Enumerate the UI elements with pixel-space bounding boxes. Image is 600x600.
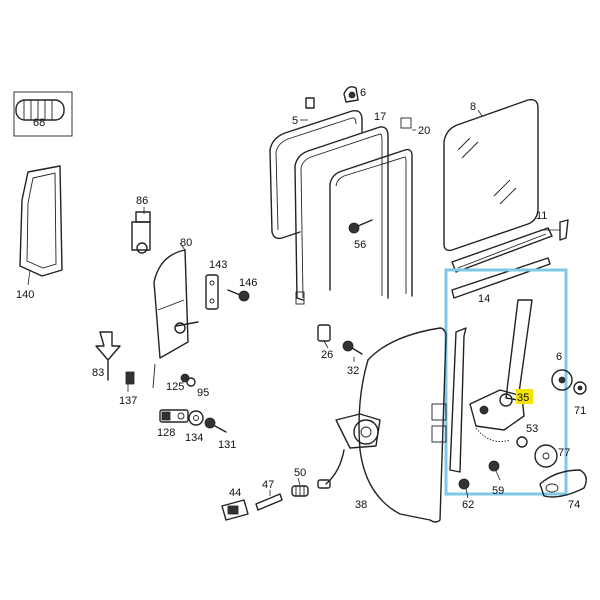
label-53: 53: [526, 423, 538, 435]
label-146: 146: [239, 277, 257, 289]
part-17-run-channel[interactable]: [294, 126, 389, 305]
part-8-window-glass[interactable]: [443, 98, 539, 252]
part-5-clip[interactable]: [305, 97, 315, 109]
part-131-screw[interactable]: [204, 417, 227, 433]
highlight-box: [444, 268, 568, 496]
part-68-grommet[interactable]: [13, 91, 73, 137]
label-83: 83: [92, 367, 104, 379]
label-59: 59: [492, 485, 504, 497]
label-86: 86: [136, 195, 148, 207]
part-14-weatherstrip[interactable]: [451, 227, 553, 299]
label-17: 17: [374, 111, 386, 123]
part-80-vent-glass[interactable]: [152, 242, 199, 389]
part-59-bolt[interactable]: [488, 460, 501, 481]
label-68: 68: [33, 117, 45, 129]
label-95: 95: [197, 387, 209, 399]
label-131: 131: [218, 439, 236, 451]
part-140-seal[interactable]: [19, 165, 63, 286]
part-71-roller[interactable]: [573, 381, 587, 395]
part-86-latch[interactable]: [131, 207, 151, 254]
part-6-roller[interactable]: [551, 369, 573, 391]
part-62-bolt[interactable]: [458, 478, 470, 499]
label-35: 35: [517, 392, 529, 404]
label-128: 128: [157, 427, 175, 439]
label-44: 44: [229, 487, 241, 499]
part-146-screw[interactable]: [227, 289, 250, 302]
label-143: 143: [209, 259, 227, 271]
label-26: 26: [321, 349, 333, 361]
label-74: 74: [568, 499, 580, 511]
label-20: 20: [418, 125, 430, 137]
label-134: 134: [185, 432, 203, 444]
label-77: 77: [558, 447, 570, 459]
part-77-disc[interactable]: [534, 444, 558, 468]
part-5-channel[interactable]: [269, 110, 363, 240]
label-6-top: 6: [360, 87, 366, 99]
part-95-washer[interactable]: [186, 377, 196, 387]
label-38: 38: [355, 499, 367, 511]
part-38-cable-regulator[interactable]: [317, 327, 447, 523]
part-56-screw[interactable]: [348, 219, 373, 234]
part-26-bracket[interactable]: [317, 324, 331, 349]
part-83-pivot[interactable]: [95, 331, 121, 381]
label-50: 50: [294, 467, 306, 479]
label-80: 80: [180, 237, 192, 249]
label-47: 47: [262, 479, 274, 491]
part-20-channel[interactable]: [329, 117, 416, 297]
label-8: 8: [470, 101, 476, 113]
part-128-bracket[interactable]: [159, 409, 189, 423]
part-137-clip[interactable]: [125, 371, 135, 392]
part-32-bolt[interactable]: [342, 340, 363, 362]
label-14: 14: [478, 293, 490, 305]
label-125: 125: [166, 381, 184, 393]
part-53-washer[interactable]: [516, 436, 528, 448]
label-5: 5: [292, 115, 298, 127]
label-137: 137: [119, 395, 137, 407]
part-74-cover[interactable]: [539, 469, 587, 498]
label-71: 71: [574, 405, 586, 417]
highlight-label-bg: [516, 389, 533, 404]
label-6-right: 6: [556, 351, 562, 363]
part-134-washer[interactable]: [188, 410, 204, 426]
label-62: 62: [462, 499, 474, 511]
part-6-clip-top[interactable]: [343, 86, 359, 103]
label-56: 56: [354, 239, 366, 251]
label-11: 11: [536, 210, 547, 222]
part-50-connector[interactable]: [291, 485, 309, 497]
part-47-terminal[interactable]: [255, 490, 283, 511]
label-32: 32: [347, 365, 359, 377]
part-143-bracket[interactable]: [205, 274, 219, 310]
label-140: 140: [16, 289, 34, 301]
part-44-plug[interactable]: [221, 499, 249, 521]
